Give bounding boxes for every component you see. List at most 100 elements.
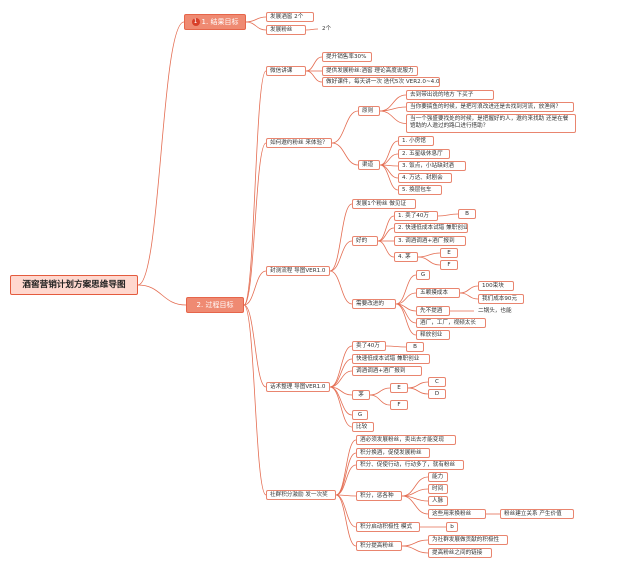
- connector-node-invite-fans-node-principle: [331, 110, 359, 144]
- node-weixin-3[interactable]: 做好课件，每天讲一次 迭代5次 VER2.0~4.0: [322, 77, 440, 87]
- connector-node-speech-node-speech-1: [329, 345, 353, 388]
- node-good-b[interactable]: B: [458, 209, 476, 219]
- node-points-2[interactable]: 积分换酒，促使发展粉丝: [356, 448, 430, 458]
- node-weixin-1[interactable]: 提升销售率30%: [322, 52, 372, 62]
- connector-node-points-node-points-3: [335, 464, 357, 496]
- node-channel-1[interactable]: 1. 小房馆: [398, 136, 434, 146]
- node-improve-hundred[interactable]: 100束块: [478, 281, 514, 291]
- connector-node-speech-4-node-speech-e: [369, 387, 391, 396]
- node-speech-1[interactable]: 卖了40万: [352, 341, 386, 351]
- node-speech-e[interactable]: E: [390, 383, 408, 393]
- connector-root-node-branch-result-goal: [137, 21, 185, 286]
- node-kinds-4[interactable]: 这些用来换粉丝: [428, 509, 486, 519]
- node-improve-reduce[interactable]: 我们成本90元: [478, 294, 524, 304]
- node-speech-f[interactable]: F: [390, 400, 408, 410]
- connector-branch-process-goal-node-invite-fans: [243, 142, 267, 306]
- node-channel-5[interactable]: 5. 換层包车: [398, 185, 442, 195]
- node-tasting-flow[interactable]: 封测流程 导图VER1.0: [266, 266, 330, 276]
- node-points-mode[interactable]: 积分启动积极性 模式: [356, 522, 420, 532]
- node-speech-c[interactable]: C: [428, 377, 446, 387]
- node-good-f[interactable]: F: [440, 260, 458, 270]
- node-improve-second[interactable]: 二锅头，也能: [474, 306, 518, 316]
- node-improve-line3[interactable]: 酒厂，工厂，视频太长: [416, 318, 486, 328]
- node-weixin-lecture[interactable]: 微信讲课: [266, 66, 306, 76]
- node-develop-cellar[interactable]: 发展酒窖 2个: [266, 12, 314, 22]
- node-points-kinds[interactable]: 积分，惩各种: [356, 491, 402, 501]
- connector-node-points-kinds-node-kinds-1: [401, 476, 429, 497]
- node-points[interactable]: 社群积分激励 发一次奖: [266, 490, 336, 500]
- branch-result-goal[interactable]: 1 1. 结果目标: [184, 14, 246, 30]
- node-principle-1[interactable]: 去到带出说的地方 下买子: [406, 90, 494, 100]
- node-kinds-1[interactable]: 能力: [428, 472, 448, 482]
- connector-node-good-node-good-4: [377, 240, 395, 258]
- node-channel-4[interactable]: 4. 万达、封剧会: [398, 173, 452, 183]
- root-node[interactable]: 酒窖营销计划方案思维导图: [10, 275, 138, 295]
- node-principle-3[interactable]: 当一个强盛要找处的时候，是把握好的人，邀约来找助 还是在餐馆助的人邀过的路口进行…: [406, 114, 576, 133]
- node-improve-g[interactable]: G: [416, 270, 430, 280]
- connector-node-principle-node-principle-3: [379, 110, 407, 124]
- branch-process-goal[interactable]: 2. 过程目标: [186, 297, 244, 313]
- node-invite-fans[interactable]: 如何邀约粉丝 来体验？: [266, 138, 332, 148]
- node-points-1[interactable]: 酒必须发展粉丝，卖出去才能变现: [356, 435, 456, 445]
- connector-node-tasting-flow-node-improve: [329, 270, 353, 305]
- node-speech-2[interactable]: 快速低成本试错 兼职创业: [352, 354, 430, 364]
- node-fanpts-1[interactable]: 为社群发展做贡献的积极性: [428, 535, 508, 545]
- connector-branch-process-goal-node-tasting-flow: [243, 270, 267, 306]
- node-good-e[interactable]: E: [440, 248, 458, 258]
- connector-node-channel-node-channel-5: [379, 164, 399, 191]
- connector-branch-result-goal-node-develop-cellar: [245, 16, 267, 23]
- node-good-4[interactable]: 4. 茅: [394, 252, 418, 262]
- connector-node-speech-node-speech-2: [329, 358, 353, 388]
- connector-node-channel-node-channel-4: [379, 164, 399, 179]
- node-kinds-3[interactable]: 人脉: [428, 496, 448, 506]
- connector-node-points-node-points-1: [335, 439, 357, 496]
- connector-node-weixin-lecture-node-weixin-3: [305, 70, 323, 83]
- connector-root-node-branch-process-goal: [137, 284, 187, 306]
- node-good[interactable]: 好的: [352, 236, 378, 246]
- connector-node-speech-e-node-speech-c: [407, 381, 429, 389]
- connector-branch-result-goal-node-develop-fans: [245, 21, 267, 31]
- connector-node-tasting-flow-node-good: [329, 240, 353, 272]
- node-channel-3[interactable]: 3. 饭点，小站缺封酒: [398, 161, 466, 171]
- connector-node-good-4-node-good-f: [417, 256, 441, 266]
- number-badge-icon: 1: [191, 18, 200, 26]
- connector-node-weixin-lecture-node-weixin-1: [305, 56, 323, 72]
- connector-node-points-fanpts-node-fanpts-1: [401, 539, 429, 547]
- node-improve-line4[interactable]: 释放创业: [416, 330, 450, 340]
- connector-node-channel-node-channel-1: [379, 140, 399, 166]
- node-channel-2[interactable]: 2. 五星级休息厅: [398, 149, 450, 159]
- node-improve[interactable]: 需要改进的: [352, 299, 396, 309]
- node-fanpts-2[interactable]: 提高粉丝之间的链接: [428, 548, 492, 558]
- node-develop-fans[interactable]: 发展粉丝: [266, 25, 306, 35]
- node-good-2[interactable]: 2. 快速低成本试错 兼职创业: [394, 223, 468, 233]
- node-improve-first[interactable]: 先不提酒: [416, 306, 450, 316]
- node-good-1[interactable]: 1. 卖了40万: [394, 211, 438, 221]
- node-principle[interactable]: 原则: [358, 106, 380, 116]
- node-fans-value: 2个: [318, 24, 348, 34]
- node-good-3[interactable]: 3. 调酒调酒+酒厂报到: [394, 236, 466, 246]
- node-speech-4[interactable]: 茅: [352, 390, 370, 400]
- connector-branch-process-goal-node-speech: [243, 304, 267, 388]
- node-speech-b[interactable]: B: [406, 342, 424, 352]
- node-points-3[interactable]: 积分、促使行动，行动多了，就有粉丝: [356, 460, 464, 470]
- node-points-fanpts[interactable]: 积分提高粉丝: [356, 541, 402, 551]
- node-kinds-note[interactable]: 粉丝建立关系 产生价值: [500, 509, 574, 519]
- node-speech-compare[interactable]: 比较: [352, 422, 374, 432]
- connector-node-speech-1-node-speech-b: [385, 345, 407, 348]
- connector-node-good-4-node-good-e: [417, 252, 441, 258]
- node-speech-3[interactable]: 调酒调酒+酒厂报到: [352, 366, 422, 376]
- connector-node-points-node-points-kinds: [335, 494, 357, 497]
- node-speech-g[interactable]: G: [352, 410, 368, 420]
- node-kinds-2[interactable]: 时间: [428, 484, 448, 494]
- connector-node-speech-node-speech-compare: [329, 386, 353, 428]
- node-speech-d[interactable]: D: [428, 389, 446, 399]
- node-principle-2[interactable]: 当你要搞鱼的时候，是把可浪改进还是去找到河流，放渔网？: [406, 102, 574, 112]
- node-channel[interactable]: 渠道: [358, 160, 380, 170]
- node-weixin-2[interactable]: 提供发展粉丝:酒窖 理论高度说服力: [322, 66, 418, 76]
- connector-node-improve-node-improve-g: [395, 274, 417, 305]
- connector-node-speech-node-speech-3: [329, 370, 353, 388]
- node-speech[interactable]: 话术整理 导图VER1.0: [266, 382, 330, 392]
- node-mode-b[interactable]: b: [446, 522, 458, 532]
- node-tasting-top[interactable]: 发展1个粉丝 做见证: [352, 199, 416, 209]
- node-improve-five[interactable]: 五颗摸成本: [416, 288, 460, 298]
